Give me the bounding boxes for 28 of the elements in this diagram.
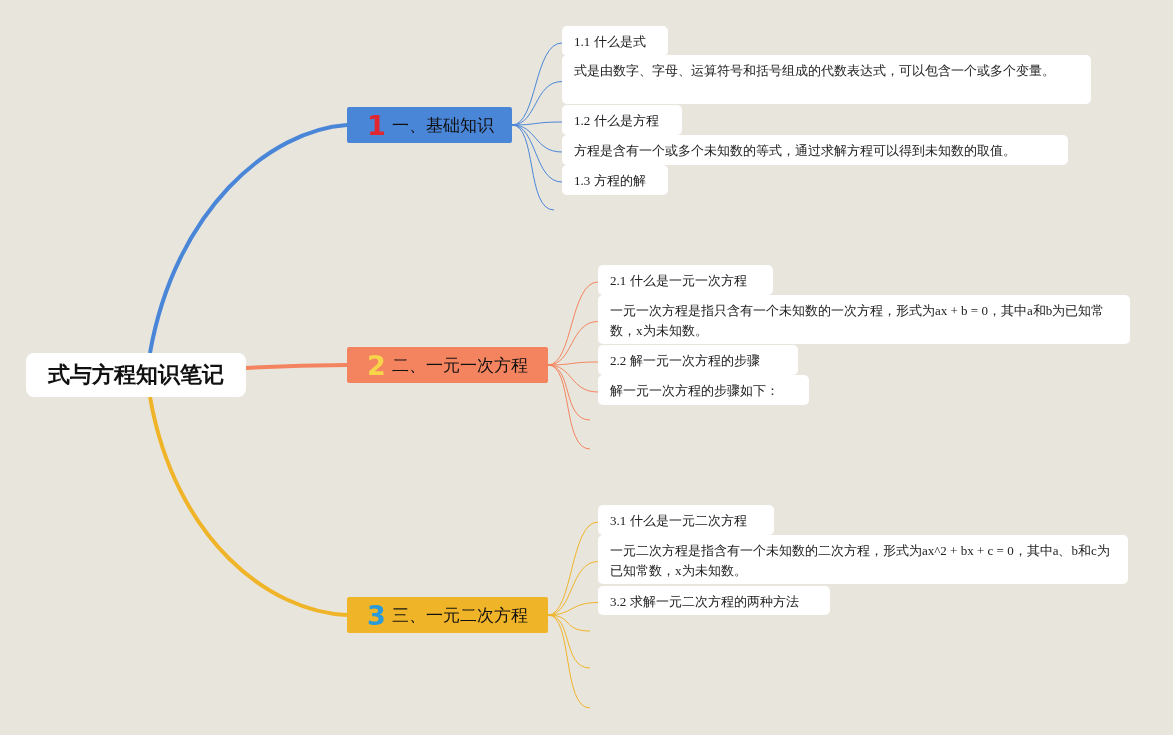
branch-title: 三、一元二次方程 (391, 603, 528, 627)
topic-box: 1.3 方程的解 (562, 165, 668, 195)
connector (511, 124, 555, 211)
branch-number: 2 (367, 349, 386, 381)
branch-box (347, 347, 548, 383)
topic-box: 1.1 什么是式 (562, 26, 668, 56)
topic-box: 一元一次方程是指只含有一个未知数的一次方程，形式为ax + b = 0，其中a和b为已知常数，x为未知数。 (598, 295, 1130, 344)
connector (547, 364, 591, 450)
branch-box (347, 107, 512, 143)
topic-box: 方程是含有一个或多个未知数的等式，通过求解方程可以得到未知数的取值。 (562, 135, 1068, 165)
central-topic-box: 式与方程知识笔记 (26, 353, 246, 397)
topic-box: 3.2 求解一元二次方程的两种方法 (598, 586, 830, 615)
topic-box: 2.2 解一元一次方程的步骤 (598, 345, 798, 375)
topic-box: 2.1 什么是一元一次方程 (598, 265, 773, 295)
branch-title: 一、基础知识 (391, 113, 494, 137)
connector (148, 123, 348, 354)
topic-box: 1.2 什么是方程 (562, 105, 682, 135)
connector (547, 614, 591, 709)
branch-title: 二、一元一次方程 (391, 353, 528, 377)
branch-number: 3 (367, 599, 386, 631)
connector (245, 363, 347, 370)
connector (148, 396, 348, 617)
branch-number: 1 (367, 109, 386, 141)
topic-box: 解一元一次方程的步骤如下： (598, 375, 809, 405)
branch-box (347, 597, 548, 633)
topic-box: 一元二次方程是指含有一个未知数的二次方程，形式为ax^2 + bx + c = 0，其中a、b和c为已知常数，x为未知数。 (598, 535, 1128, 584)
topic-box: 3.1 什么是一元二次方程 (598, 505, 774, 535)
topic-box: 式是由数字、字母、运算符号和括号组成的代数表达式，可以包含一个或多个变量。 (562, 55, 1091, 104)
